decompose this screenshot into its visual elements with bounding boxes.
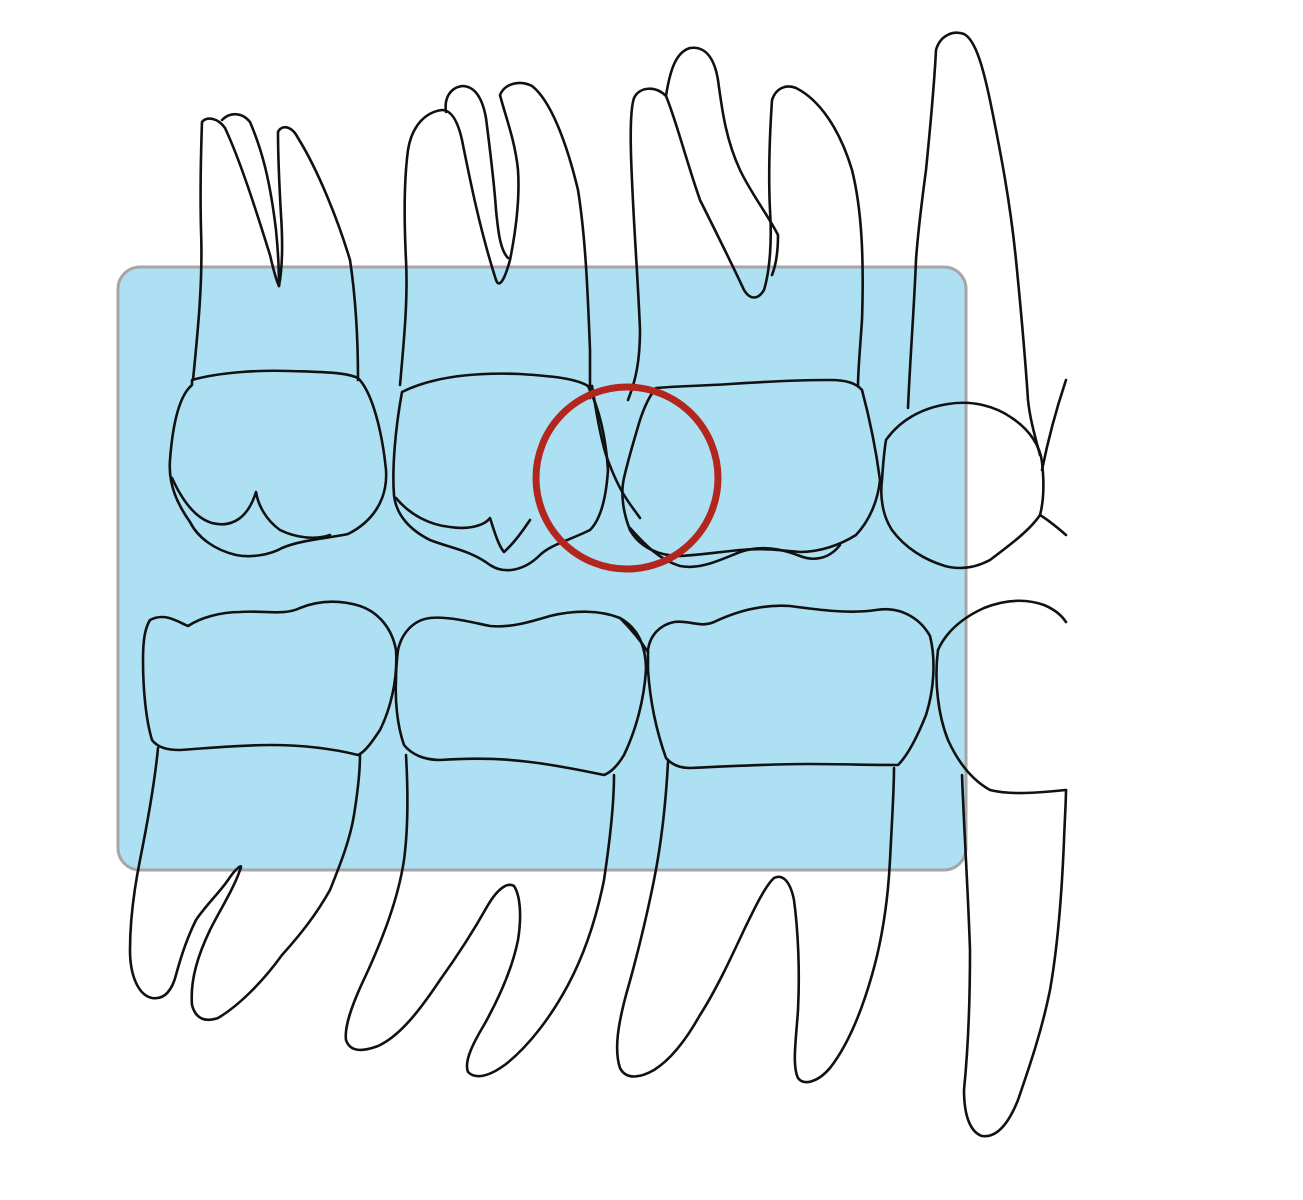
upper-canine-root	[906, 31, 1042, 457]
upper-first-molar-cusp-groove	[170, 476, 332, 540]
contact-point-marker	[532, 383, 722, 573]
lower-first-molar-crown	[141, 600, 398, 757]
upper-first-premolar-root	[626, 85, 864, 402]
lower-canine-crown-body	[935, 648, 1068, 795]
highlight-region	[116, 265, 968, 872]
lower-first-molar	[128, 600, 398, 1022]
upper-canine-crown	[880, 401, 1045, 570]
lower-canine-root	[960, 773, 1068, 1138]
upper-second-premolar-crown	[392, 372, 610, 572]
teeth-outlines	[128, 31, 1068, 1138]
upper-canine-edge-stroke-2	[1040, 378, 1068, 472]
lower-first-premolar-crown	[646, 604, 935, 770]
upper-first-molar-root-middle	[220, 112, 281, 288]
lower-canine	[935, 599, 1068, 1138]
lower-canine-crown	[936, 599, 1068, 652]
upper-second-premolar	[392, 81, 610, 572]
lower-second-premolar	[344, 610, 648, 1078]
lower-first-premolar	[615, 604, 935, 1084]
upper-second-premolar-root	[398, 81, 592, 400]
lower-first-premolar-contact-line	[618, 616, 650, 654]
upper-canine-edge-stroke	[1038, 513, 1068, 537]
upper-first-premolar-root-fold	[664, 46, 780, 277]
lower-first-molar-root	[128, 746, 362, 1022]
upper-first-premolar	[590, 46, 882, 569]
upper-second-premolar-cusp-groove	[394, 496, 532, 554]
upper-first-premolar-mesial-line	[590, 384, 642, 520]
upper-first-premolar-cusp-groove	[628, 526, 842, 569]
lower-first-premolar-root	[615, 760, 896, 1084]
upper-second-premolar-root-fold	[444, 84, 510, 260]
upper-first-molar-crown	[168, 369, 388, 558]
upper-first-premolar-crown	[621, 378, 882, 558]
upper-first-molar	[168, 112, 388, 558]
lower-second-premolar-crown	[394, 610, 648, 777]
lower-second-premolar-root	[344, 753, 616, 1078]
upper-canine	[880, 31, 1068, 570]
